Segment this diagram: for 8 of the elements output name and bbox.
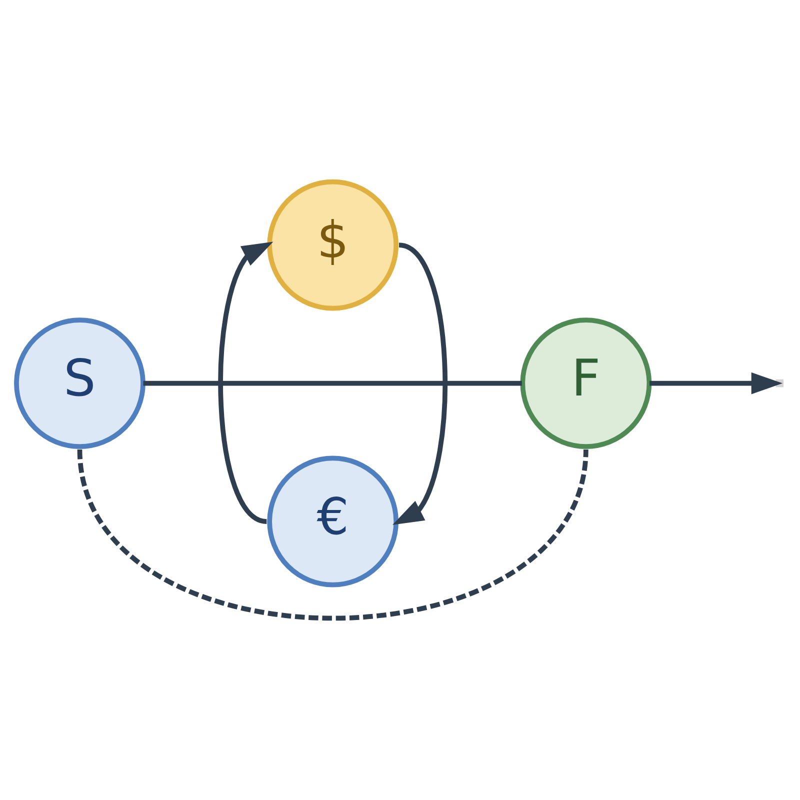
node-circle: $: [267, 179, 399, 311]
connector: [77, 449, 588, 620]
node-circle: S: [14, 318, 146, 449]
arrow: [392, 242, 448, 525]
node-circle: F: [520, 318, 652, 449]
node-circle: €: [267, 456, 399, 588]
arrow: [218, 242, 274, 524]
connector: [143, 380, 522, 386]
